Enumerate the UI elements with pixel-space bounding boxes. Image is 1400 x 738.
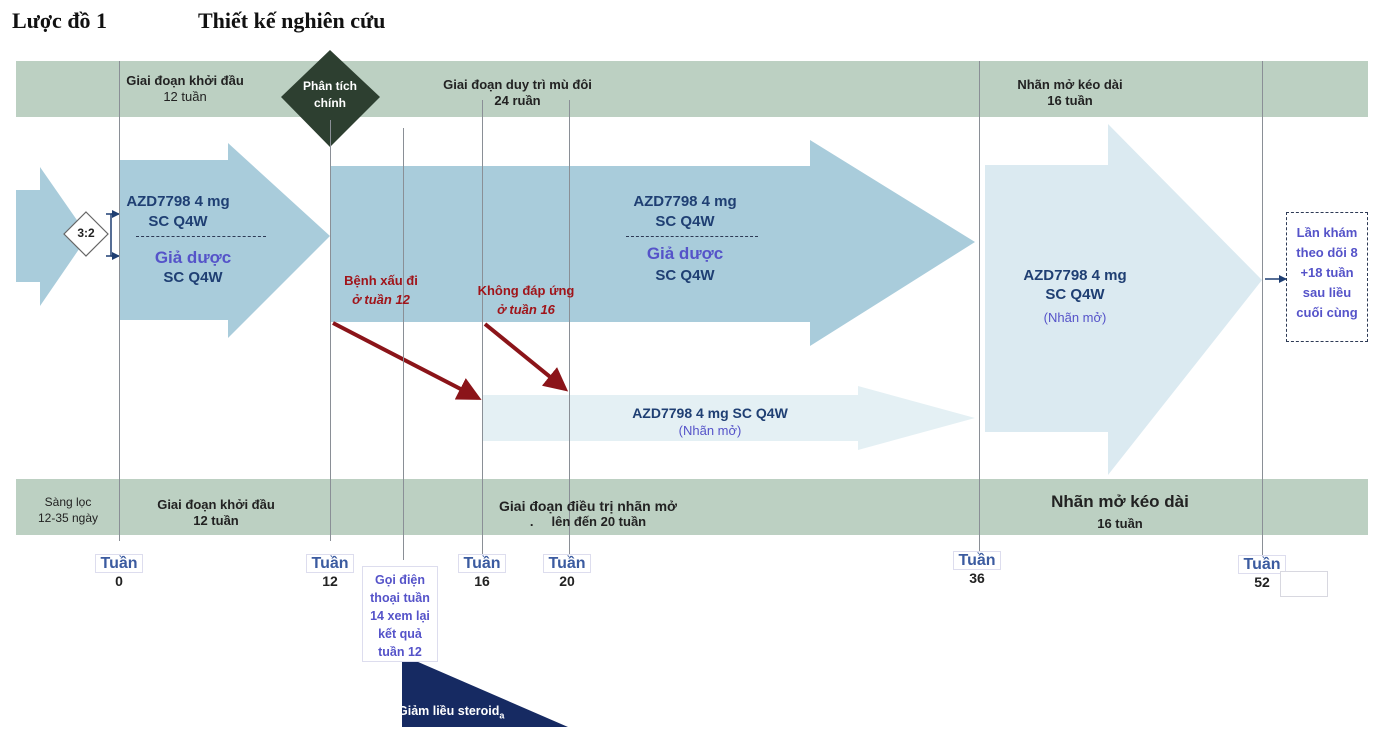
maintenance-arrow: [330, 140, 975, 346]
extension-arrow: [985, 124, 1262, 475]
week-12-line: [330, 120, 331, 541]
bottom-phase-band: [16, 479, 1368, 535]
steroid-taper-label: Giảm liều steroida: [398, 704, 505, 721]
week-0-number: 0: [115, 573, 123, 589]
week-52-blank-box: [1280, 571, 1328, 597]
week-36-word: Tuần: [953, 551, 1001, 570]
top-extension-label: Nhãn mở kéo dài 16 tuần: [1017, 77, 1123, 108]
randomization-diamond: [63, 211, 109, 257]
induction-placebo-label: Giả dược SC Q4W: [154, 248, 232, 286]
week-16-word: Tuần: [458, 554, 506, 573]
primary-analysis-diamond: [281, 50, 380, 147]
week-52-line: [1262, 61, 1263, 561]
induction-arm-divider: [136, 236, 266, 237]
week-52-number: 52: [1254, 574, 1270, 590]
week-0-word: Tuần: [95, 554, 143, 573]
steroid-footnote-mark: a: [499, 710, 505, 721]
extension-arm-label: AZD7798 4 mg SC Q4W (Nhãn mở): [1023, 267, 1127, 325]
week-0-line: [119, 61, 120, 541]
week-52-word: Tuần: [1238, 555, 1286, 574]
week-20-marker: Tuần 20: [532, 554, 602, 589]
figure-title: Thiết kế nghiên cứu: [198, 8, 386, 33]
induction-arrow: [119, 143, 330, 338]
randomization-ratio: 3:2: [77, 226, 95, 240]
week-36-marker: Tuần 36: [942, 551, 1012, 586]
maintenance-arm-divider: [626, 236, 758, 237]
week-0-marker: Tuần 0: [84, 554, 154, 589]
openlabel-mark: .: [529, 514, 534, 529]
maintenance-drug-label: AZD7798 4 mg SC Q4W: [633, 193, 737, 230]
bottom-extension-label: Nhãn mở kéo dài 16 tuần: [1051, 492, 1189, 531]
worsening-week12-label: Bệnh xấu đi ở tuần 12: [344, 273, 418, 307]
phone-call-week14-box: Gọi điện thoại tuần 14 xem lại kết quả t…: [362, 566, 438, 662]
rescue-arrow: [482, 386, 975, 450]
week-20-word: Tuần: [543, 554, 591, 573]
worsening-red-arrow: [332, 321, 482, 400]
followup-visit-box: Lần khám theo dõi 8 +18 tuần sau liều cu…: [1286, 212, 1368, 342]
top-maintenance-label: Giai đoạn duy trì mù đôi 24 ruần: [443, 77, 592, 108]
week-12-word: Tuần: [306, 554, 354, 573]
week-36-number: 36: [969, 570, 985, 586]
figure-number: Lược đồ 1: [12, 8, 108, 33]
week-52-marker: Tuần 52: [1227, 555, 1297, 590]
maintenance-placebo-label: Giả dược SC Q4W: [646, 244, 724, 284]
steroid-taper-triangle: [402, 655, 568, 727]
rescue-arm-label: AZD7798 4 mg SC Q4W (Nhãn mở): [632, 405, 788, 438]
randomization-bracket: [106, 213, 112, 257]
top-induction-label: Giai đoạn khởi đầu 12 tuần: [126, 73, 244, 104]
nonresponse-week16-label: Không đáp ứng ở tuần 16: [477, 283, 575, 317]
week-12-marker: Tuần 12: [295, 554, 365, 589]
week-16-marker: Tuần 16: [447, 554, 517, 589]
week-14-line: [403, 128, 404, 560]
openlabel-duration: lên đến 20 tuần: [551, 514, 647, 529]
induction-drug-label: AZD7798 4 mg SC Q4W: [126, 193, 230, 230]
week-36-line: [979, 61, 980, 561]
bottom-induction-label: Giai đoạn khởi đầu 12 tuần: [157, 497, 275, 528]
nonresponse-red-arrow: [483, 322, 569, 392]
week-16-number: 16: [474, 573, 490, 589]
bottom-openlabel-label: Giai đoạn điều trị nhãn mở .lên đến 20 t…: [499, 498, 677, 529]
week-20-line: [569, 100, 570, 560]
primary-analysis-label: Phân tích chính: [302, 79, 357, 110]
week-12-number: 12: [322, 573, 338, 589]
top-phase-band: [16, 61, 1368, 117]
week-20-number: 20: [559, 573, 575, 589]
week-16-line: [482, 100, 483, 560]
screening-arrow: [16, 167, 88, 306]
bottom-screening-label: Sàng lọc 12-35 ngày: [37, 495, 99, 525]
